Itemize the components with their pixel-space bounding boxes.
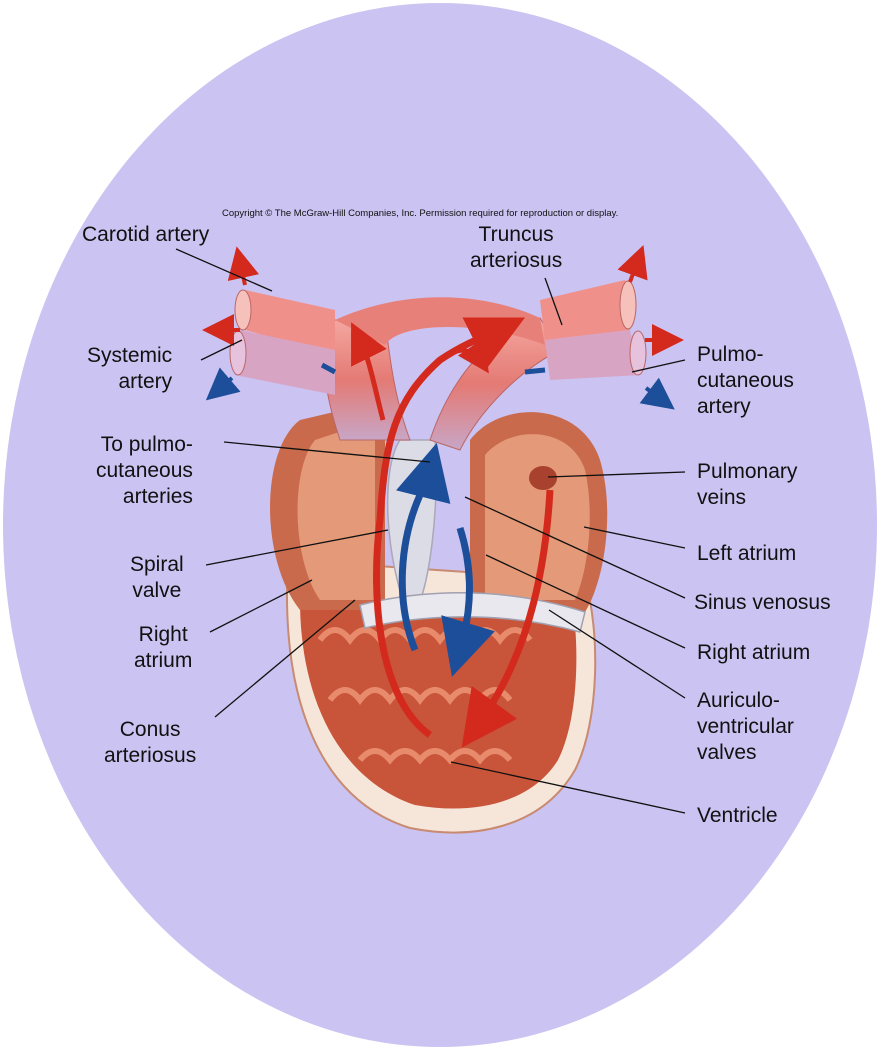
label-ventricle: Ventricle (697, 804, 778, 827)
label-auriculoventricular-valves: Auriculo- ventricular valves (697, 689, 794, 764)
background-oval (3, 3, 877, 1047)
red-flow-arrow-icon (617, 244, 648, 283)
label-truncus-arteriosus: Truncus arteriosus (470, 223, 563, 272)
blue-flow-arrow-icon (205, 367, 241, 401)
label-to-pulmocutaneous-arteries: To pulmo- cutaneous arteries (96, 433, 193, 508)
flow-arrows (202, 244, 684, 748)
blue-flow-arrow-icon (524, 367, 546, 375)
label-pulmonary-veins: Pulmonary veins (697, 460, 798, 509)
blue-flow-arrow-icon (639, 377, 675, 410)
label-conus-arteriosus: Conus arteriosus (104, 718, 197, 767)
label-carotid-artery: Carotid artery (82, 223, 210, 246)
label-spiral-valve: Spiral valve (130, 553, 184, 602)
blue-flow-arrow-icon (396, 442, 451, 652)
blue-flow-arrow-icon (441, 526, 495, 677)
red-flow-arrow-icon (351, 322, 387, 421)
red-flow-arrow-icon (227, 246, 260, 286)
red-flow-arrow-icon (438, 337, 489, 374)
label-right-atrium-right: Right atrium (697, 641, 811, 664)
heart-body (270, 400, 608, 834)
label-right-atrium-left: Right atrium (134, 623, 193, 672)
red-flow-arrow-icon (461, 489, 554, 748)
label-systemic-artery: Systemic artery (87, 344, 173, 393)
label-pulmocutaneous-artery: Pulmo- cutaneous artery (697, 343, 794, 418)
label-left-atrium: Left atrium (697, 542, 797, 565)
leader-lines (175, 248, 686, 814)
blue-flow-arrow-icon (320, 362, 337, 375)
copyright-notice: Copyright © The McGraw-Hill Companies, I… (222, 208, 619, 219)
label-sinus-venosus: Sinus venosus (694, 591, 831, 614)
